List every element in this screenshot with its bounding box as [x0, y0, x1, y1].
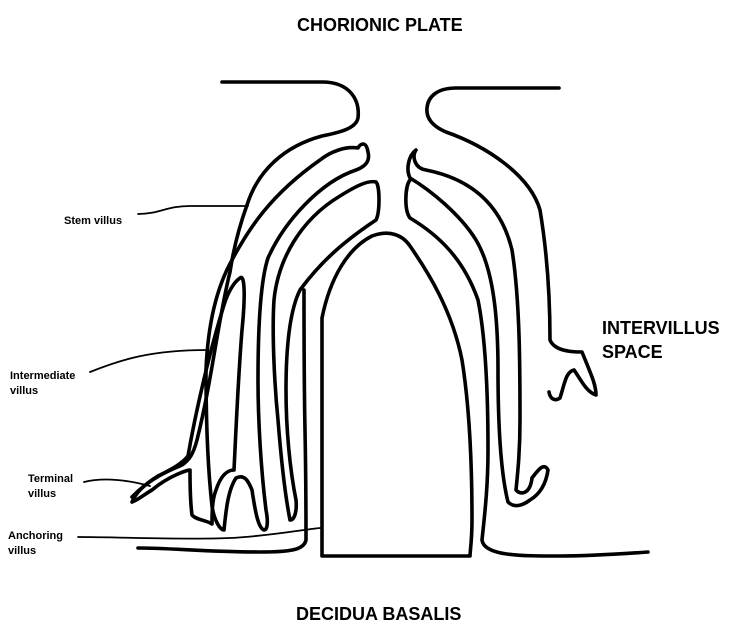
- anchoring-villus-left-wall: [136, 288, 308, 554]
- anchoring-villus-label-line2: villus: [8, 545, 37, 557]
- right-stem-villus-outline: [406, 148, 550, 508]
- central-arch: [320, 231, 474, 558]
- terminal-villus-leader: [83, 478, 151, 487]
- stem-villus-leader: [137, 205, 249, 215]
- chorionic-plate-left-edge: [130, 80, 361, 499]
- anchoring-villus-label: Anchoring villus: [8, 529, 63, 559]
- right-inner-villus-outline: [404, 178, 650, 558]
- intermediate-villus-label-line2: villus: [10, 385, 39, 397]
- intervillus-space-label-line1: INTERVILLUS: [602, 318, 720, 338]
- intervillus-space-label-line2: SPACE: [602, 342, 663, 362]
- intermediate-villus-leader: [89, 349, 209, 373]
- intervillus-space-label: INTERVILLUS SPACE: [602, 316, 720, 364]
- anchoring-villus-label-line1: Anchoring: [8, 530, 63, 542]
- intermediate-villus-label: Intermediate villus: [10, 369, 75, 399]
- stem-villus-outline: [204, 142, 371, 532]
- intermediate-villus-outline: [130, 275, 246, 526]
- terminal-villus-label-line2: villus: [28, 488, 57, 500]
- terminal-villus-label-line1: Terminal: [28, 473, 74, 485]
- terminal-villus-label: Terminal villus: [28, 472, 73, 502]
- stem-villus-label: Stem villus: [64, 215, 123, 227]
- chorionic-plate-label: CHORIONIC PLATE: [297, 15, 463, 35]
- decidua-basalis-label: DECIDUA BASALIS: [296, 604, 462, 624]
- intermediate-villus-label-line1: Intermediate: [10, 370, 76, 382]
- chorionic-plate-right-edge: [425, 86, 598, 402]
- inner-villus-outline: [271, 179, 381, 522]
- anchoring-villus-leader: [77, 527, 321, 540]
